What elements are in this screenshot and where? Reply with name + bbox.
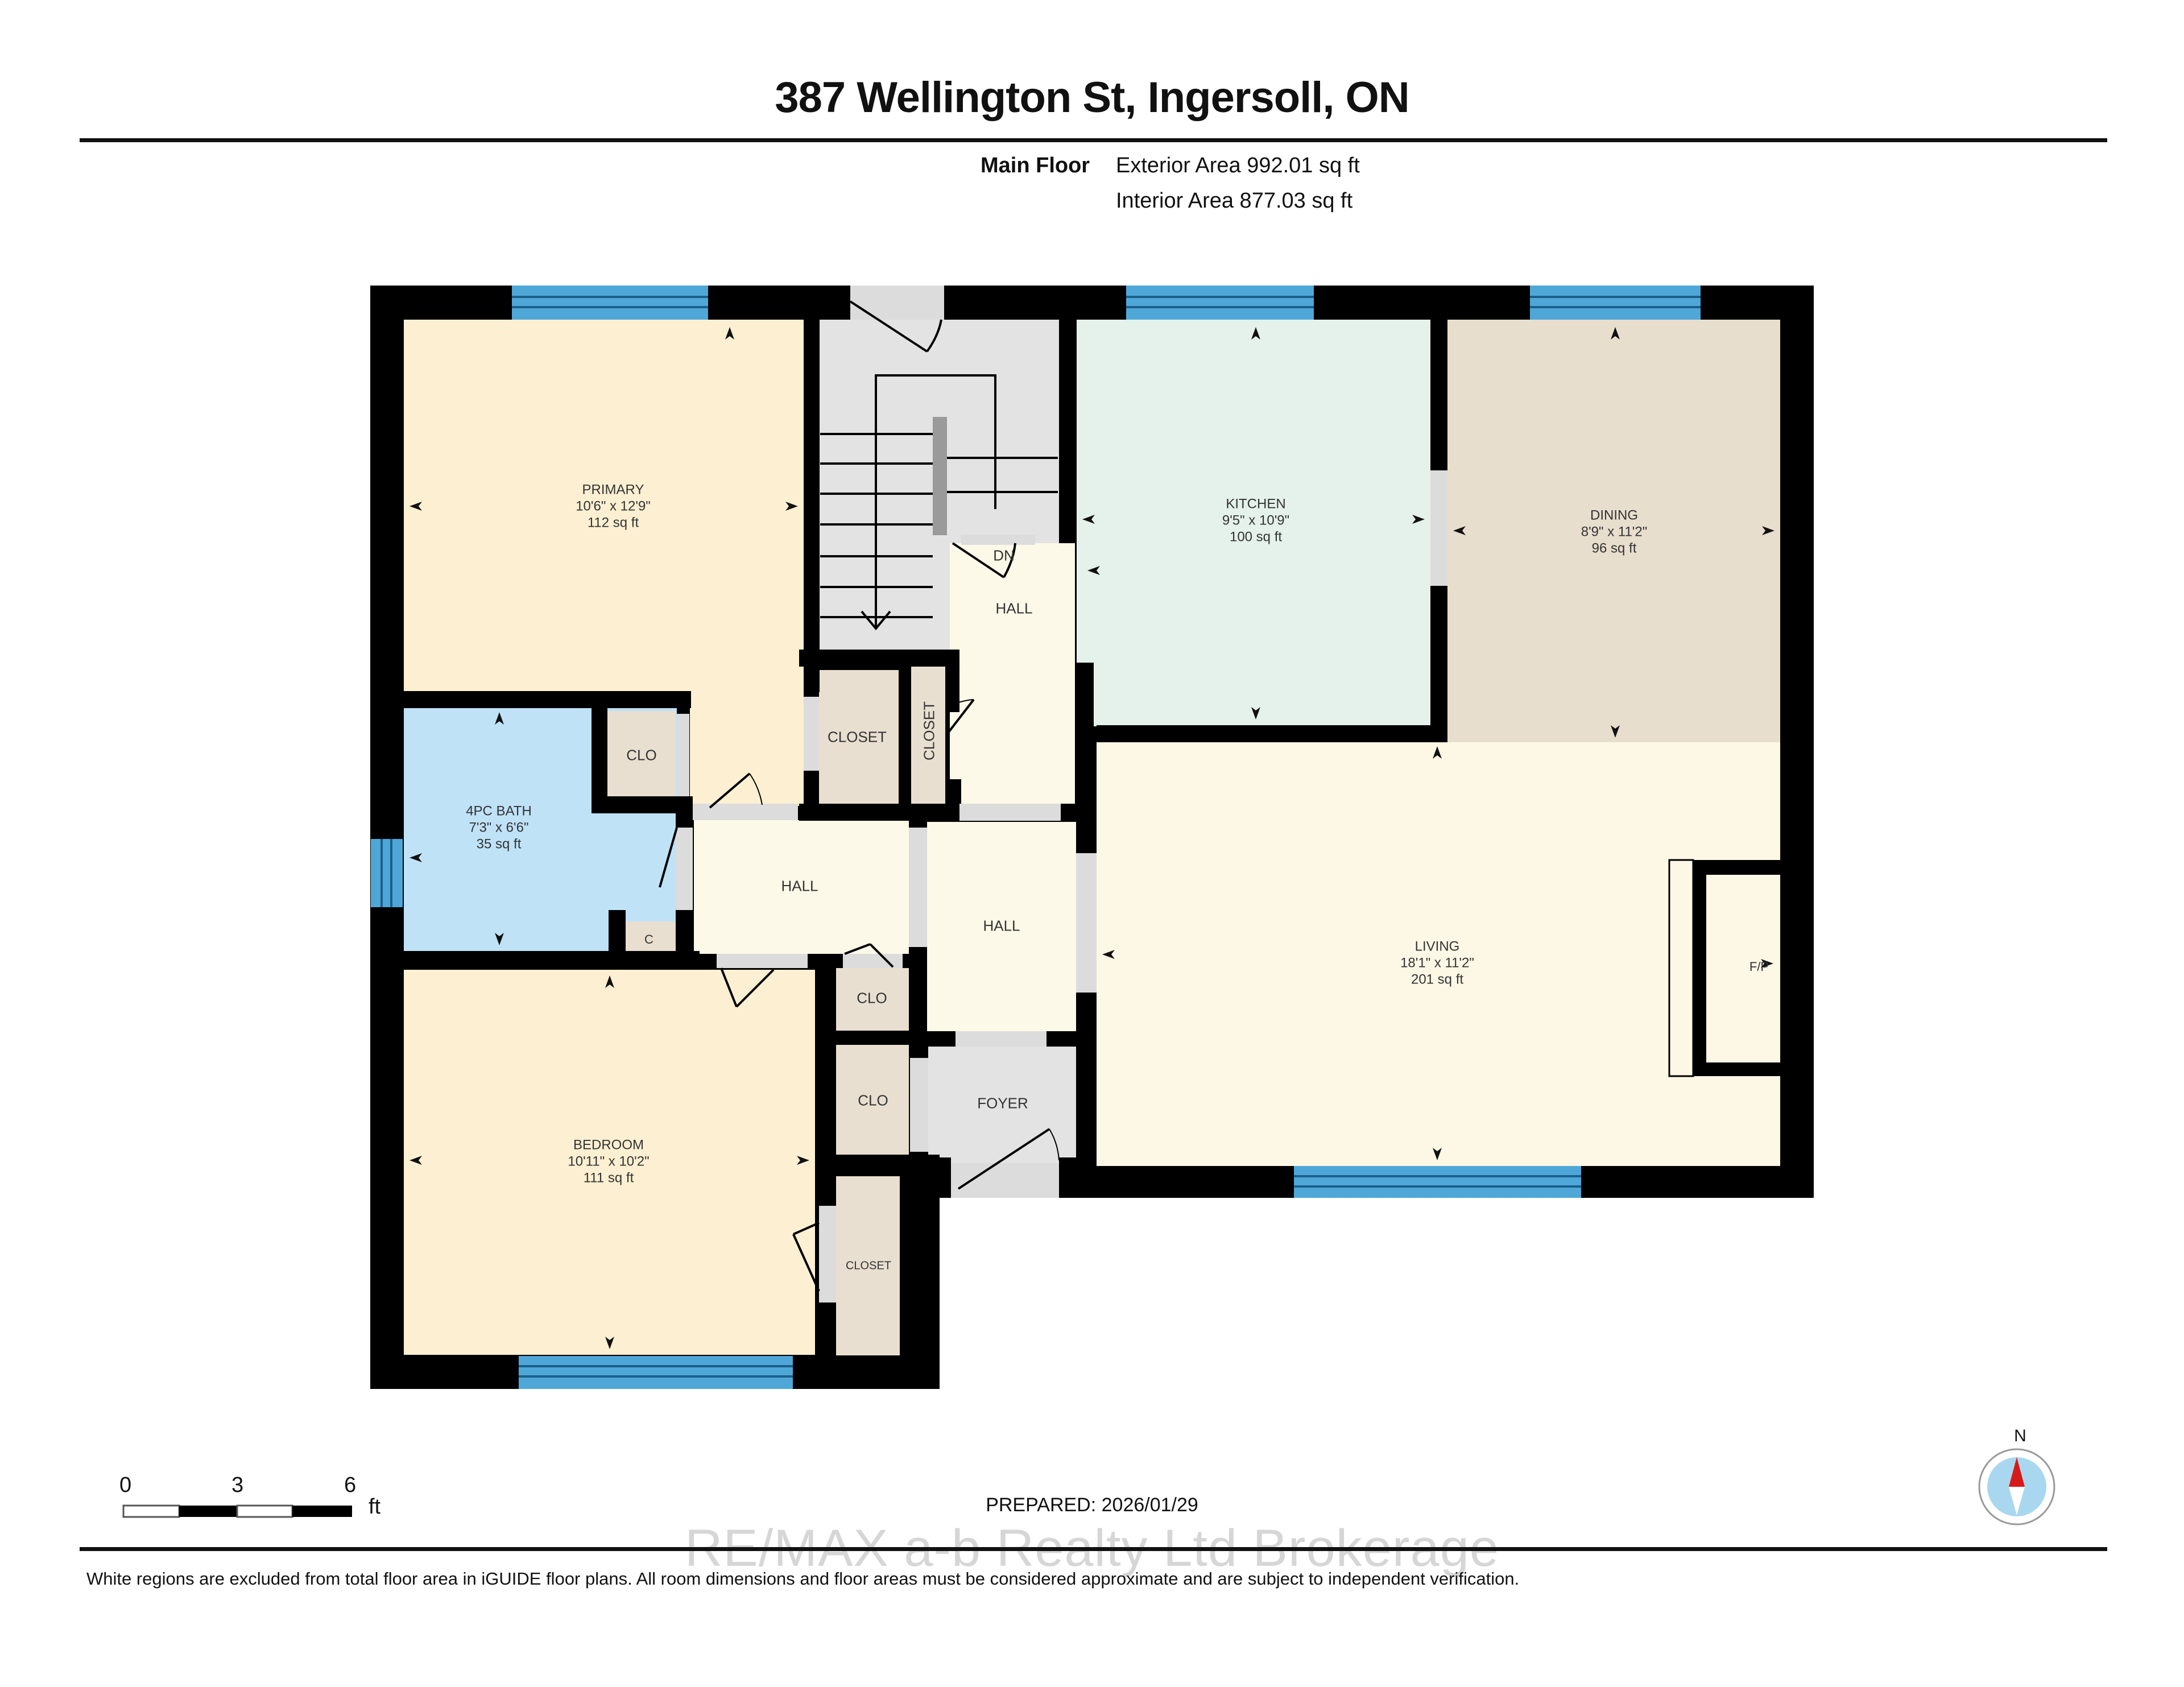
fireplace-label: F/P (1749, 960, 1769, 974)
dimension-arrows (410, 327, 1774, 1349)
room-bedroom-label: BEDROOM 10'11" x 10'2" 111 sq ft (568, 1137, 649, 1186)
room-bedroom (404, 970, 815, 1355)
window-dining (1530, 286, 1701, 320)
room-fills (404, 320, 1780, 1355)
clo-hall-label: CLO (857, 989, 887, 1007)
floor-name: Main Floor (981, 154, 1090, 177)
foyer (928, 1047, 1077, 1157)
room-kitchen-label: KITCHEN 9'5" x 10'9" 100 sq ft (1222, 496, 1289, 545)
room-primary-label: PRIMARY 10'6" x 12'9" 112 sq ft (576, 482, 651, 531)
window-primary (512, 286, 708, 320)
scale-tick-0: 0 (119, 1473, 132, 1497)
closet-bedroom-label: CLOSET (845, 1259, 892, 1272)
room-living (1097, 742, 1780, 1166)
room-bath-label: 4PC BATH 7'3" x 6'6" 35 sq ft (466, 803, 532, 853)
disclaimer: White regions are excluded from total fl… (86, 1569, 1520, 1589)
exterior-area: Exterior Area 992.01 sq ft (1116, 154, 1360, 177)
room-dims: 10'6" x 12'9" (576, 498, 651, 514)
hall-upper (950, 543, 1075, 805)
room-dims: 18'1" x 11'2" (1400, 955, 1474, 971)
compass-north-label: N (2014, 1426, 2026, 1445)
room-name: PRIMARY (582, 482, 644, 498)
room-area: 35 sq ft (476, 836, 522, 852)
hall-right-label: HALL (983, 917, 1020, 935)
clo-foyer-label: CLO (858, 1091, 888, 1109)
room-dims: 9'5" x 10'9" (1222, 512, 1290, 528)
prepared-date: PREPARED: 2026/01/29 (986, 1494, 1198, 1516)
compass: N (1975, 1426, 2066, 1540)
room-name: 4PC BATH (466, 803, 532, 819)
hall-right (927, 822, 1076, 1031)
room-dims: 8'9" x 11'2" (1581, 524, 1648, 540)
room-area: 111 sq ft (583, 1170, 634, 1186)
room-kitchen (1077, 320, 1430, 726)
scale-tick-6: 6 (344, 1473, 357, 1497)
room-name: BEDROOM (573, 1137, 644, 1153)
foyer-label: FOYER (977, 1094, 1028, 1112)
room-dims: 10'11" x 10'2" (568, 1153, 650, 1169)
hall-center-label: HALL (781, 877, 818, 895)
c-closet-label: C (644, 932, 653, 946)
room-dining (1447, 320, 1780, 743)
room-name: LIVING (1414, 938, 1460, 954)
window-living (1294, 1166, 1581, 1198)
room-name: KITCHEN (1226, 496, 1286, 512)
window-bath (371, 839, 403, 907)
stair-railing (933, 417, 947, 535)
room-living-label: LIVING 18'1" x 11'2" 201 sq ft (1400, 938, 1474, 988)
room-area: 96 sq ft (1591, 540, 1637, 556)
room-name: DINING (1590, 507, 1638, 523)
stairs-down-label: DN (993, 547, 1015, 564)
windows (371, 286, 1701, 1389)
header-divider (80, 138, 2107, 142)
closet-b-label: CLOSET (920, 701, 938, 761)
closet-a-label: CLOSET (827, 728, 887, 746)
scale-tick-3: 3 (231, 1473, 244, 1497)
clo-bath-label: CLO (626, 746, 657, 764)
room-area: 100 sq ft (1229, 529, 1283, 545)
compass-icon (1978, 1448, 2055, 1525)
hall-center (694, 820, 909, 954)
footer-divider (80, 1547, 2107, 1551)
window-bedroom (519, 1356, 793, 1389)
scale-unit: ft (369, 1495, 381, 1519)
scale-bar (122, 1504, 352, 1518)
hall-upper-label: HALL (995, 599, 1033, 617)
room-dims: 7'3" x 6'6" (469, 820, 529, 836)
stairs (659, 300, 1060, 1292)
room-primary (404, 320, 804, 692)
fireplace (1668, 859, 1780, 1077)
page-title: 387 Wellington St, Ingersoll, ON (775, 73, 1409, 122)
room-dining-label: DINING 8'9" x 11'2" 96 sq ft (1581, 507, 1648, 557)
window-kitchen (1126, 286, 1314, 320)
room-area: 112 sq ft (587, 515, 639, 531)
interior-area: Interior Area 877.03 sq ft (1116, 189, 1353, 213)
doorways (676, 286, 1447, 1303)
room-area: 201 sq ft (1410, 971, 1464, 987)
